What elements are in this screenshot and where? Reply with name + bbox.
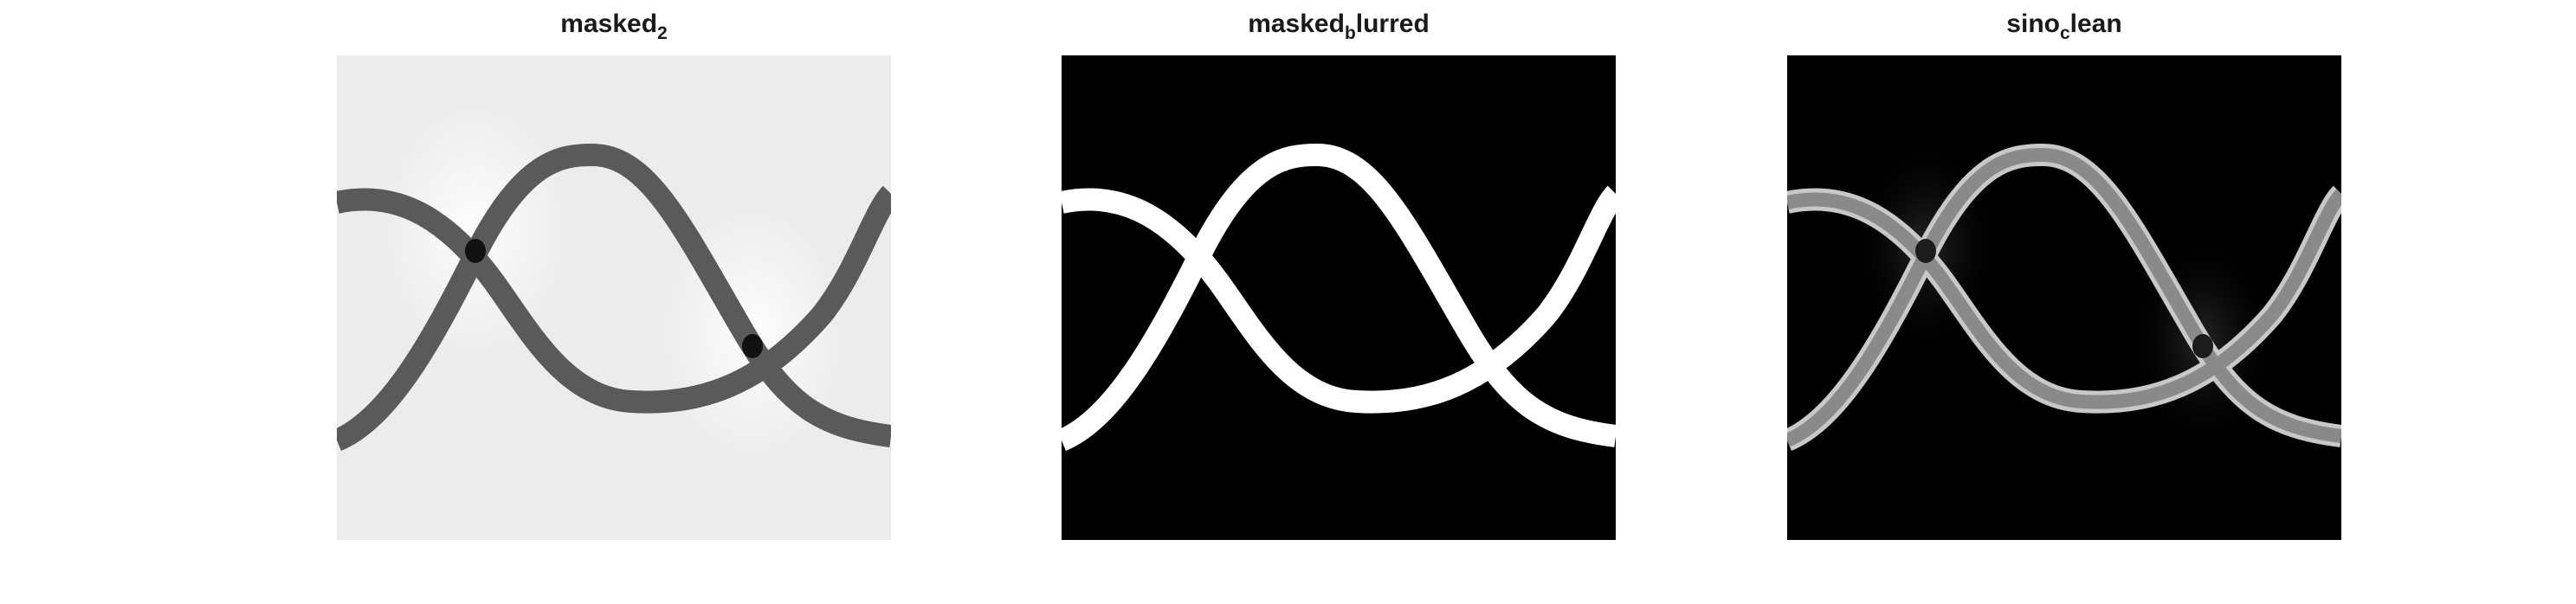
crossing-point [2192,334,2213,358]
title-main: masked [1248,10,1345,38]
title-subscript: b [1344,23,1356,43]
crossing-point [465,239,486,263]
sinogram-image [1062,55,1616,540]
sinusoid-curve [337,143,891,451]
sinusoid-curve [1062,185,1616,414]
panel-sino-clean: sinoclean [1787,0,2341,604]
title-subscript: 2 [657,23,668,43]
image-axes [1787,55,2341,540]
panel-title: masked2 [337,7,891,42]
panel-masked-blurred: maskedblurred [1062,0,1616,604]
panel-title: sinoclean [1787,7,2341,42]
sinusoid-curve [1787,189,2341,409]
image-axes [1062,55,1616,540]
image-axes [337,55,891,540]
panel-title: maskedblurred [1062,7,1616,42]
title-main: masked [560,10,658,38]
sinusoid-curve [337,185,891,414]
sinogram-image [337,55,891,540]
crossing-point [742,334,763,358]
title-rest: lean [2069,10,2122,38]
title-main: sino [2006,10,2060,38]
panel-masked2: masked2 [337,0,891,604]
image-background [1062,55,1616,540]
bright-halo [380,99,571,358]
sinusoid-curve [1062,143,1616,451]
title-rest: lurred [1355,10,1430,38]
title-subscript: c [2059,23,2070,43]
sinusoid-curve [1787,147,2341,447]
crossing-point [1915,239,1936,263]
sinogram-image [1787,55,2341,540]
